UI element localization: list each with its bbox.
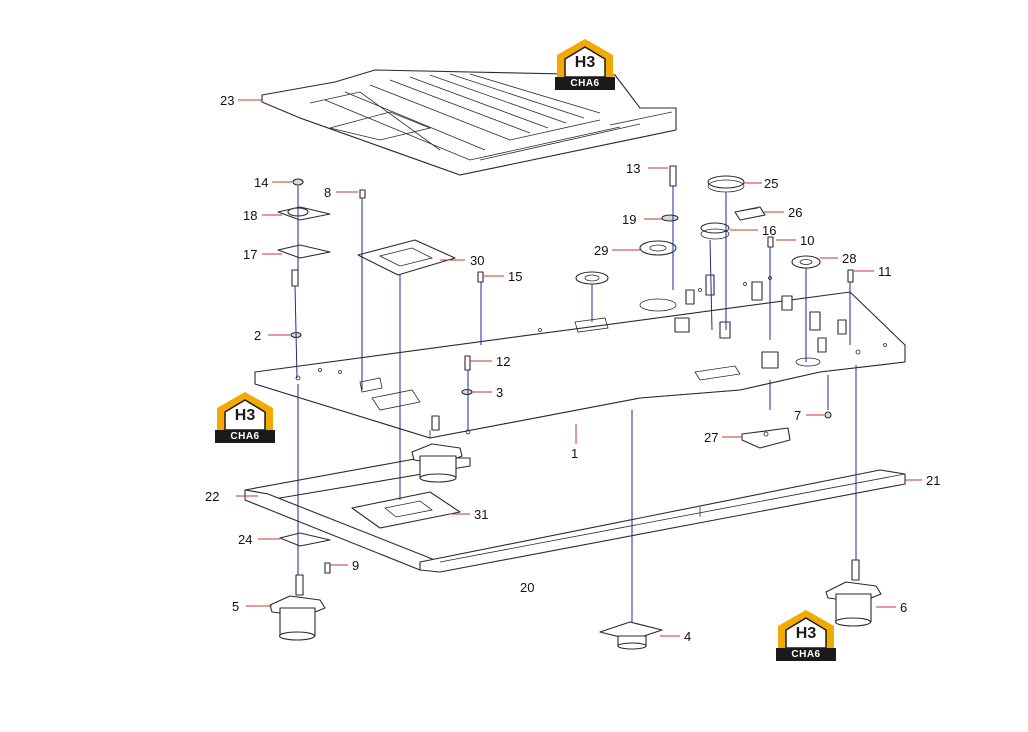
callout-15: 15 xyxy=(508,269,522,284)
callout-20: 20 xyxy=(520,580,534,595)
callout-28: 28 xyxy=(842,251,856,266)
part-30-gasket xyxy=(357,239,456,276)
callout-6: 6 xyxy=(900,600,907,615)
logo-text-bottom: CHA6 xyxy=(555,77,615,90)
house-logo-icon xyxy=(217,392,273,431)
callout-7: 7 xyxy=(794,408,801,423)
callout-8: 8 xyxy=(324,185,331,200)
callout-13: 13 xyxy=(626,161,640,176)
part-27-pad xyxy=(741,427,791,449)
house-logo-icon xyxy=(557,39,613,78)
logo-text-top: H3 xyxy=(234,407,256,424)
callout-24: 24 xyxy=(238,532,252,547)
part-31-square-pad xyxy=(351,491,461,529)
callout-labels: 23 14 8 18 17 30 15 2 12 3 1 13 25 26 19… xyxy=(205,93,940,644)
callout-29: 29 xyxy=(594,243,608,258)
callout-14: 14 xyxy=(254,175,268,190)
part-20-21-22-frame xyxy=(244,457,906,573)
callout-26: 26 xyxy=(788,205,802,220)
callout-12: 12 xyxy=(496,354,510,369)
callout-23: 23 xyxy=(220,93,234,108)
part-4-foot xyxy=(599,621,663,650)
leader-lines xyxy=(236,99,922,637)
callout-22: 22 xyxy=(205,489,219,504)
callout-2: 2 xyxy=(254,328,261,343)
logo-text-top: H3 xyxy=(795,625,817,642)
rings-group xyxy=(575,175,821,285)
callout-9: 9 xyxy=(352,558,359,573)
part-5-foot xyxy=(269,574,326,641)
logo-text-bottom: CHA6 xyxy=(776,648,836,661)
callout-3: 3 xyxy=(496,385,503,400)
logo-text-bottom: CHA6 xyxy=(215,430,275,443)
watermark-logo-bottom: H3 CHA6 xyxy=(776,608,836,663)
callout-27: 27 xyxy=(704,430,718,445)
callout-25: 25 xyxy=(764,176,778,191)
callout-17: 17 xyxy=(243,247,257,262)
callout-5: 5 xyxy=(232,599,239,614)
watermark-logo-top: H3 CHA6 xyxy=(555,37,615,92)
part-23-top-cover xyxy=(261,69,677,176)
watermark-logo-left: H3 CHA6 xyxy=(215,390,275,445)
callout-4: 4 xyxy=(684,629,691,644)
callout-16: 16 xyxy=(762,223,776,238)
callout-18: 18 xyxy=(243,208,257,223)
part-6-foot xyxy=(825,559,882,627)
plate-standoffs xyxy=(431,274,847,431)
plate-foot xyxy=(411,443,463,483)
assembly-axes xyxy=(294,186,857,622)
part-17-18-14-flanges xyxy=(277,178,331,259)
part-24-washer xyxy=(279,532,331,547)
callout-30: 30 xyxy=(470,253,484,268)
logo-text-top: H3 xyxy=(574,54,596,71)
callout-21: 21 xyxy=(926,473,940,488)
callout-1: 1 xyxy=(571,446,578,461)
house-logo-icon xyxy=(778,610,834,649)
callout-11: 11 xyxy=(878,264,892,279)
callout-19: 19 xyxy=(622,212,636,227)
part-1-base-plate xyxy=(254,276,906,439)
callout-31: 31 xyxy=(474,507,488,522)
callout-10: 10 xyxy=(800,233,814,248)
